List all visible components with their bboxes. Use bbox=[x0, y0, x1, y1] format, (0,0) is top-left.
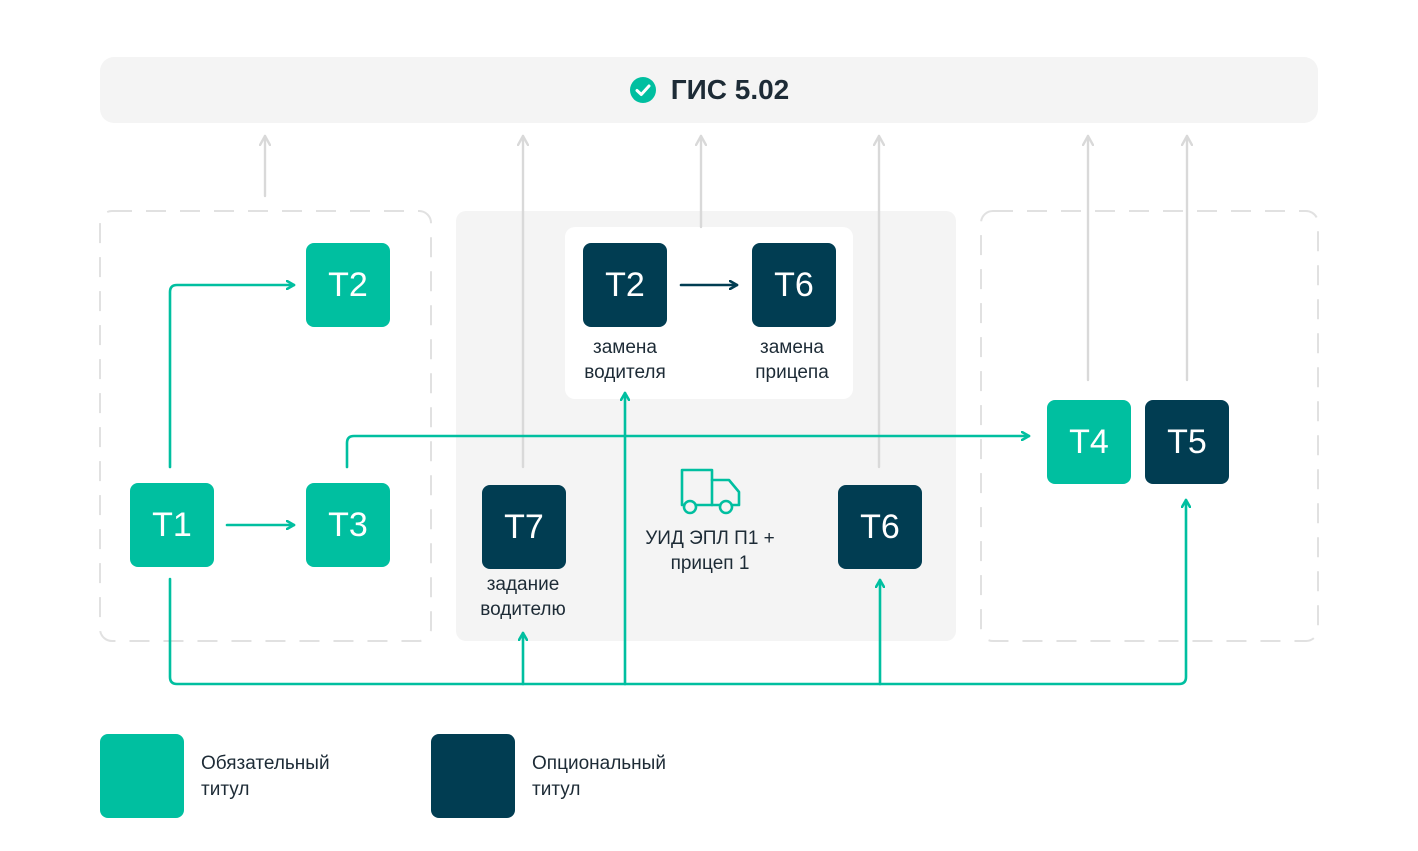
caption-line: задание bbox=[486, 574, 560, 595]
caption-trailer-replacement: замена прицепа bbox=[712, 335, 872, 385]
caption-line: замена bbox=[760, 337, 824, 358]
tile-t6-replacement: Т6 bbox=[752, 243, 836, 327]
caption-line: прицепа bbox=[755, 362, 829, 383]
caption-line: водителя bbox=[584, 362, 666, 383]
legend-line: Обязательный bbox=[201, 753, 330, 774]
caption-driver-replacement: замена водителя bbox=[545, 335, 705, 385]
tile-t5: Т5 bbox=[1145, 400, 1229, 484]
caption-driver-task: задание водителю bbox=[443, 572, 603, 622]
caption-line: водителю bbox=[480, 599, 566, 620]
tile-t7: Т7 bbox=[482, 485, 566, 569]
flow-arrows bbox=[168, 285, 1186, 686]
left-group-border bbox=[99, 210, 432, 642]
caption-line: замена bbox=[593, 337, 657, 358]
gis-title: ГИС 5.02 bbox=[670, 74, 790, 105]
truck-icon bbox=[680, 468, 741, 515]
gis-header-bar: ГИС 5.02 bbox=[100, 57, 1318, 123]
legend-line: титул bbox=[201, 779, 250, 800]
tile-t2-left: Т2 bbox=[306, 243, 390, 327]
legend-required-swatch bbox=[100, 734, 184, 818]
caption-line: УИД ЭПЛ П1 + bbox=[645, 528, 775, 549]
check-circle-icon bbox=[629, 77, 656, 103]
legend-optional-swatch bbox=[431, 734, 515, 818]
tile-t3: Т3 bbox=[306, 483, 390, 567]
caption-truck: УИД ЭПЛ П1 + прицеп 1 bbox=[630, 526, 790, 576]
gis-header-label: ГИС 5.02 bbox=[100, 57, 1318, 123]
gis-arrows bbox=[265, 134, 1187, 469]
tile-t1: Т1 bbox=[130, 483, 214, 567]
legend-required-label: Обязательный титул bbox=[201, 751, 401, 803]
tile-t2-replacement: Т2 bbox=[583, 243, 667, 327]
caption-line: прицеп 1 bbox=[670, 553, 750, 574]
legend-line: титул bbox=[532, 779, 581, 800]
tile-t6-bottom: Т6 bbox=[838, 485, 922, 569]
legend-line: Опциональный bbox=[532, 753, 666, 774]
tile-t4: Т4 bbox=[1047, 400, 1131, 484]
legend-optional-label: Опциональный титул bbox=[532, 751, 732, 803]
